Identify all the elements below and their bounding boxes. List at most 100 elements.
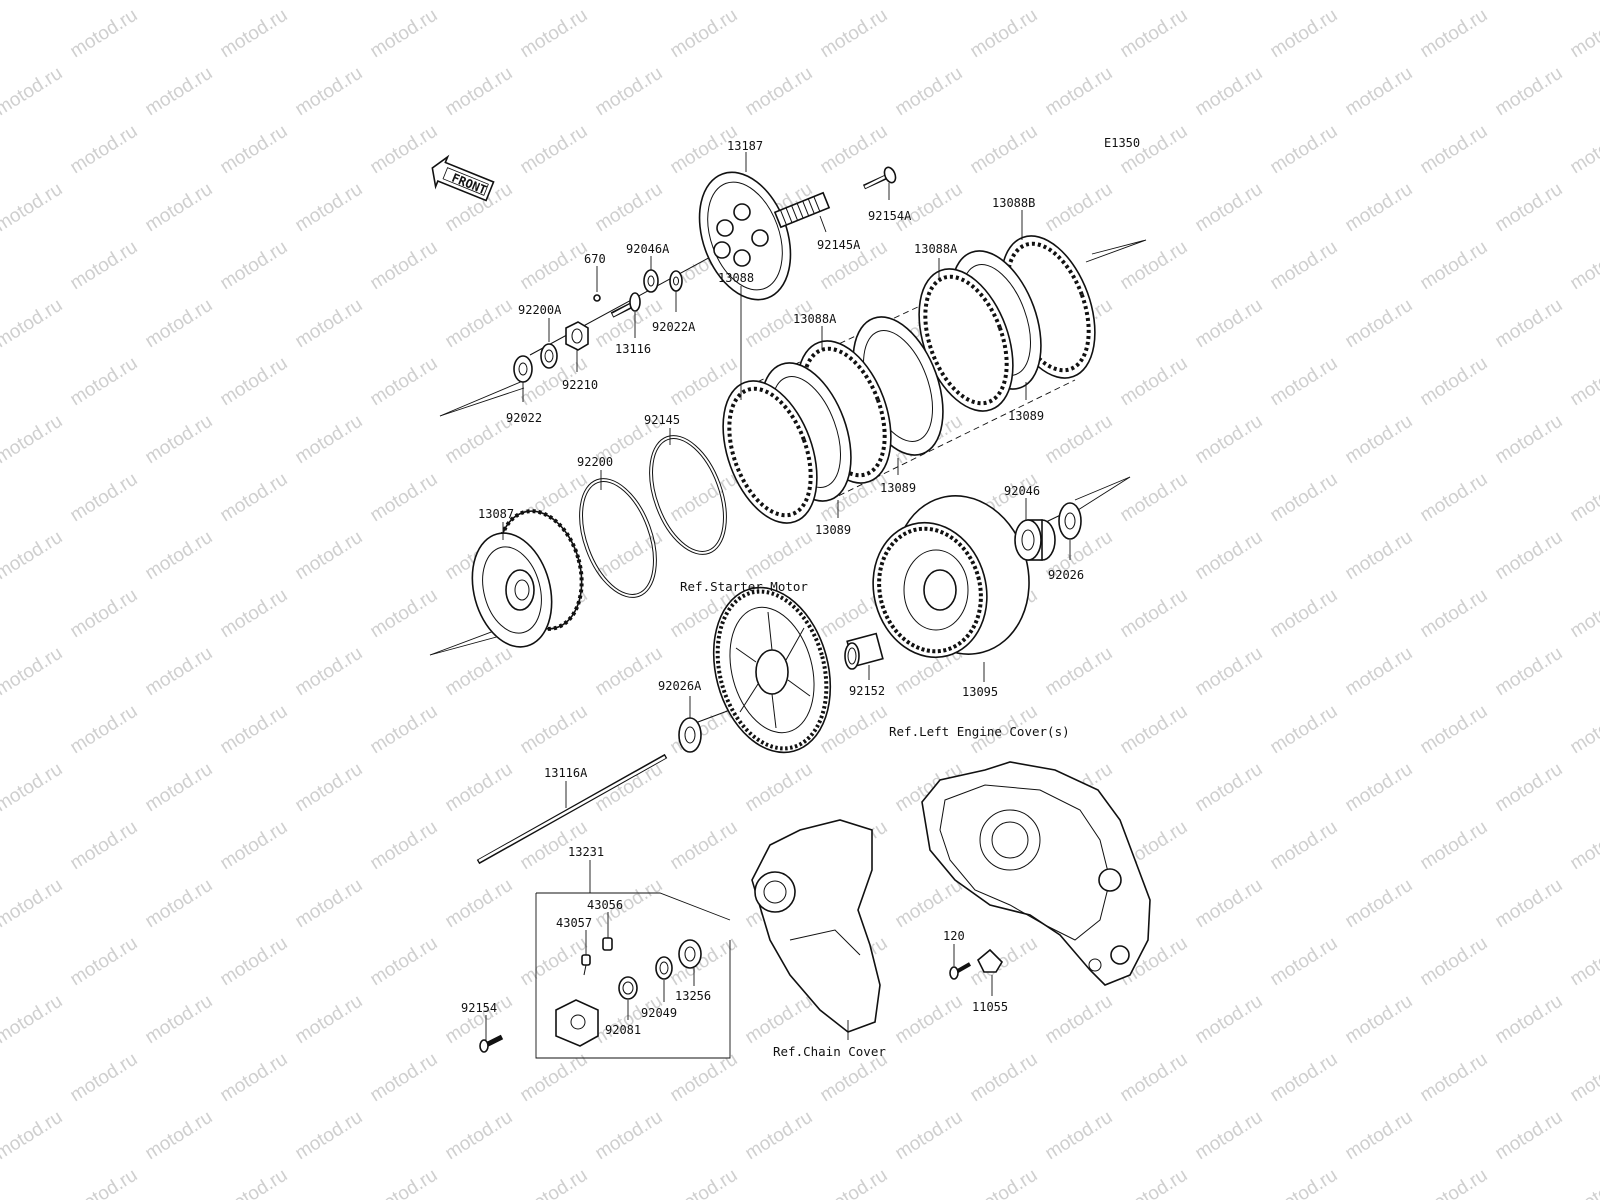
watermark-text: motod.ru: [742, 991, 817, 1049]
watermark-text: motod.ru: [1117, 5, 1192, 63]
watermark-text: motod.ru: [367, 933, 442, 991]
washer-92022A: [669, 270, 683, 292]
watermark-text: motod.ru: [967, 933, 1042, 991]
watermark-text: motod.ru: [892, 991, 967, 1049]
watermark-text: motod.ru: [1342, 295, 1417, 353]
pushrod-13116A: [476, 753, 668, 865]
part-labels: E1350 13187 92154A 92145A 13088B 13088A …: [461, 136, 1140, 1059]
watermark-text: motod.ru: [1042, 179, 1117, 237]
watermark-text: motod.ru: [217, 1165, 292, 1200]
watermark-text: motod.ru: [1117, 585, 1192, 643]
watermark-text: motod.ru: [592, 179, 667, 237]
watermark-text: motod.ru: [0, 411, 66, 469]
watermark-text: motod.ru: [142, 295, 217, 353]
watermark-text: motod.ru: [1267, 817, 1342, 875]
watermark-text: motod.ru: [367, 817, 442, 875]
watermark-text: motod.ru: [367, 701, 442, 759]
watermark-text: motod.ru: [892, 875, 967, 933]
watermark-text: motod.ru: [0, 875, 66, 933]
watermark-text: motod.ru: [1492, 991, 1567, 1049]
pushrod-13116: [610, 292, 641, 318]
watermark-text: motod.ru: [442, 295, 517, 353]
watermark-text: motod.ru: [1492, 759, 1567, 817]
clamp-11055: [977, 948, 1004, 973]
label-92046: 92046: [1004, 484, 1040, 498]
watermark-text: motod.ru: [1342, 0, 1417, 4]
watermark-text: motod.ru: [67, 585, 142, 643]
watermark-text: motod.ru: [892, 179, 967, 237]
watermark-text: motod.ru: [292, 0, 367, 4]
release-assembly-box: [535, 892, 731, 1059]
label-92026: 92026: [1048, 568, 1084, 582]
washer-92026: [1058, 502, 1082, 540]
label-92022: 92022: [506, 411, 542, 425]
ref-left-engine-cover: Ref.Left Engine Cover(s): [889, 724, 1070, 739]
watermark-text: motod.ru: [292, 411, 367, 469]
watermark-text: motod.ru: [442, 0, 517, 4]
watermark-text: motod.ru: [1192, 411, 1267, 469]
watermark-text: motod.ru: [967, 1049, 1042, 1107]
watermark-text: motod.ru: [0, 1107, 66, 1165]
watermark-text: motod.ru: [1342, 1107, 1417, 1165]
watermark-text: motod.ru: [1042, 411, 1117, 469]
label-92046A: 92046A: [626, 242, 670, 256]
watermark-text: motod.ru: [517, 701, 592, 759]
watermark-text: motod.ru: [1492, 875, 1567, 933]
label-92081: 92081: [605, 1023, 641, 1037]
label-13095: 13095: [962, 685, 998, 699]
watermark-text: motod.ru: [367, 353, 442, 411]
o-ring-92200: [579, 478, 657, 598]
watermark-text: motod.ru: [217, 237, 292, 295]
watermark-text: motod.ru: [1567, 121, 1600, 179]
label-13088B: 13088B: [992, 196, 1035, 210]
watermark-text: motod.ru: [1267, 5, 1342, 63]
bolt-120: [949, 962, 971, 980]
watermark-text: motod.ru: [592, 1107, 667, 1165]
starter-gear: [712, 586, 832, 754]
watermark-text: motod.ru: [0, 643, 66, 701]
label-13187: 13187: [727, 139, 763, 153]
diagram-code: E1350: [1104, 136, 1140, 150]
watermark-text: motod.ru: [142, 63, 217, 121]
watermark-text: motod.ru: [1192, 991, 1267, 1049]
sleeve-92152: [844, 632, 884, 670]
watermark-text: motod.ru: [292, 759, 367, 817]
watermark-text: motod.ru: [1267, 1165, 1342, 1200]
watermark-text: motod.ru: [1417, 701, 1492, 759]
watermark-text: motod.ru: [1417, 121, 1492, 179]
watermark-text: motod.ru: [742, 759, 817, 817]
label-13231: 13231: [568, 845, 604, 859]
watermark-text: motod.ru: [0, 0, 66, 4]
watermark-text: motod.ru: [292, 179, 367, 237]
watermark-text: motod.ru: [1492, 643, 1567, 701]
clutch-hub: [471, 509, 584, 648]
watermark-text: motod.ru: [142, 643, 217, 701]
watermark-text: motod.ru: [217, 353, 292, 411]
watermark-text: motod.ru: [592, 759, 667, 817]
watermark-text: motod.ru: [67, 121, 142, 179]
watermark-text: motod.ru: [742, 0, 817, 4]
watermark-text: motod.ru: [667, 817, 742, 875]
washer-92200A: [540, 343, 558, 369]
watermark-text: motod.ru: [517, 237, 592, 295]
watermark-text: motod.ru: [217, 5, 292, 63]
watermark-text: motod.ru: [1117, 469, 1192, 527]
label-13089-mid: 13089: [880, 481, 916, 495]
bleeder-43056: [602, 937, 613, 951]
watermark-text: motod.ru: [142, 991, 217, 1049]
watermark-text: motod.ru: [292, 643, 367, 701]
watermark-text: motod.ru: [142, 0, 217, 4]
watermark-text: motod.ru: [1567, 817, 1600, 875]
watermark-text: motod.ru: [142, 179, 217, 237]
label-92200A: 92200A: [518, 303, 562, 317]
watermark-text: motod.ru: [217, 701, 292, 759]
ref-chain-cover: Ref.Chain Cover: [773, 1044, 886, 1059]
watermark-text: motod.ru: [742, 527, 817, 585]
watermark-text: motod.ru: [517, 1049, 592, 1107]
watermark-text: motod.ru: [0, 991, 66, 1049]
washer-92026A: [678, 717, 702, 753]
watermark-text: motod.ru: [742, 1107, 817, 1165]
watermark-text: motod.ru: [1342, 759, 1417, 817]
watermark-text: motod.ru: [967, 5, 1042, 63]
